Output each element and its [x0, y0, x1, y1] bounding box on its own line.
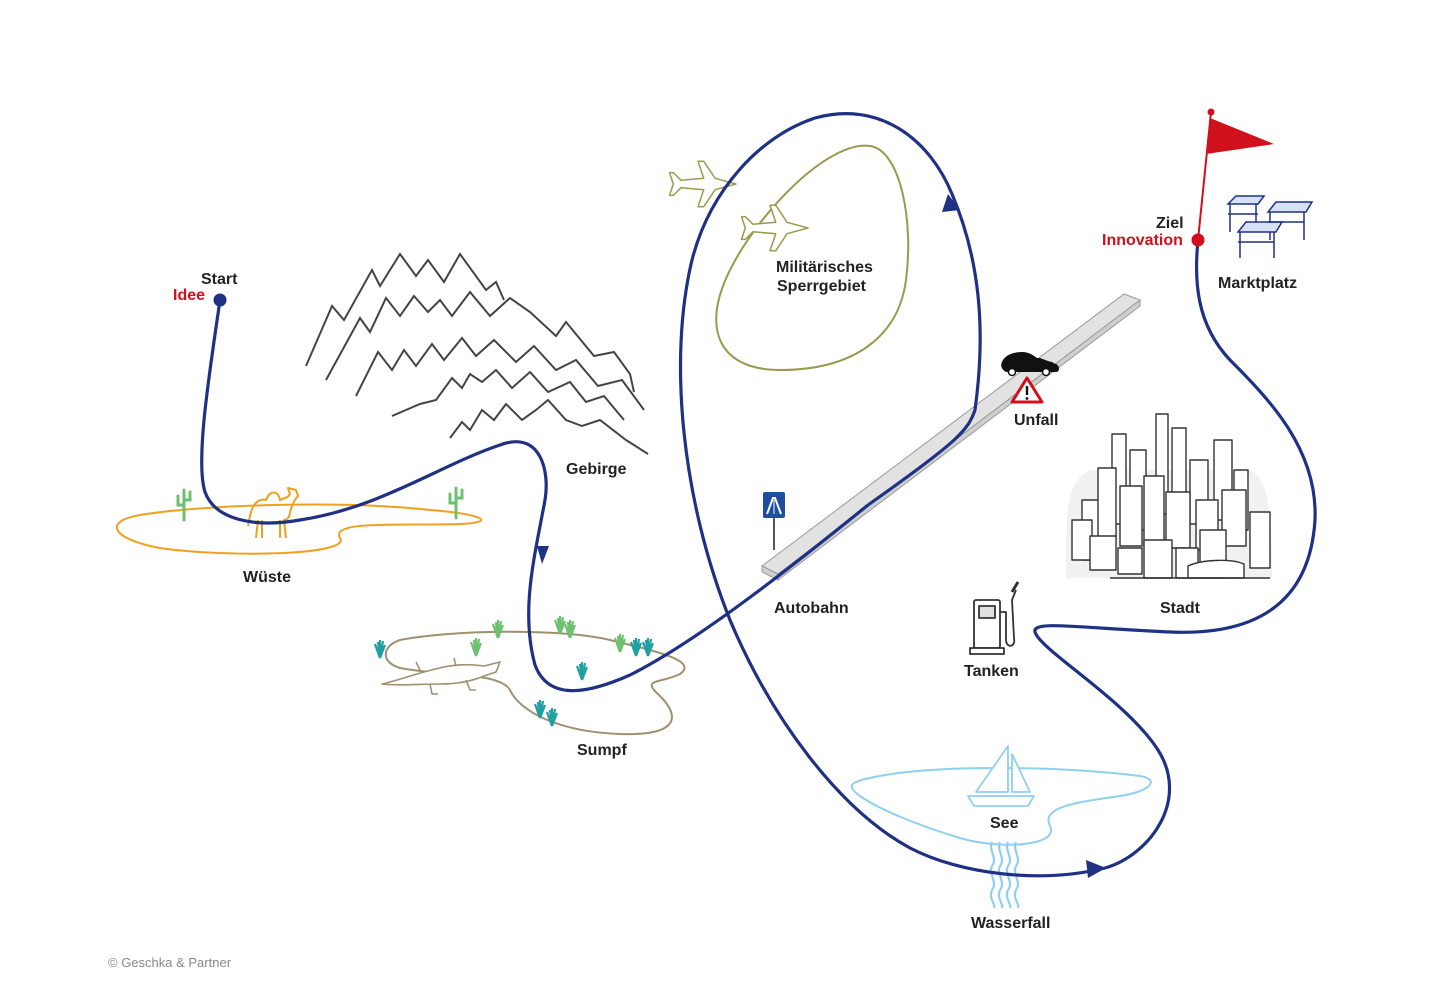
fuel-pump-icon [969, 581, 1020, 655]
label-ziel: Ziel [1156, 215, 1184, 232]
desert-outline [115, 503, 483, 555]
crocodile-icon [381, 657, 501, 695]
market-stalls-icon [1226, 195, 1314, 258]
label-stadt: Stadt [1160, 600, 1201, 617]
label-sumpf: Sumpf [577, 742, 627, 759]
city-icon [1066, 413, 1272, 579]
label-militaer-1: Militärisches [776, 259, 873, 276]
military-zone [668, 144, 910, 372]
military-outline [715, 144, 910, 372]
label-militaer-2: Sperrgebiet [777, 278, 867, 295]
arrow-icon [537, 546, 549, 564]
label-wueste: Wüste [243, 569, 291, 586]
label-see: See [990, 815, 1019, 832]
goal-dot-icon [1191, 233, 1205, 247]
label-tanken: Tanken [964, 663, 1019, 680]
label-marktplatz: Marktplatz [1218, 275, 1297, 292]
camel-icon [247, 487, 299, 539]
car-icon [1001, 352, 1059, 377]
lake-region [850, 745, 1152, 846]
jet-icon [668, 160, 809, 252]
arrow-icon [942, 194, 960, 212]
label-innovation: Innovation [1102, 232, 1183, 249]
goal-flag-icon [1197, 108, 1274, 241]
label-idee: Idee [173, 287, 205, 304]
swamp-region [373, 614, 686, 736]
waterfall-icon [989, 841, 1020, 909]
lake-outline [850, 767, 1152, 846]
label-start: Start [201, 271, 238, 288]
route-path [200, 112, 1317, 878]
autobahn-sign-icon [763, 492, 785, 550]
desert-region [115, 486, 483, 555]
arrow-icon [1086, 860, 1106, 878]
label-gebirge: Gebirge [566, 461, 627, 478]
warning-icon [1010, 376, 1044, 404]
mountains-icon [305, 252, 649, 455]
journey-route [200, 112, 1317, 878]
label-wasserfall: Wasserfall [971, 915, 1050, 932]
cactus-icon [176, 486, 464, 522]
label-autobahn: Autobahn [774, 600, 849, 617]
copyright-notice: © Geschka & Partner [108, 955, 232, 970]
label-unfall: Unfall [1014, 412, 1058, 429]
start-dot-icon [213, 293, 227, 307]
sailboat-icon [967, 745, 1035, 807]
